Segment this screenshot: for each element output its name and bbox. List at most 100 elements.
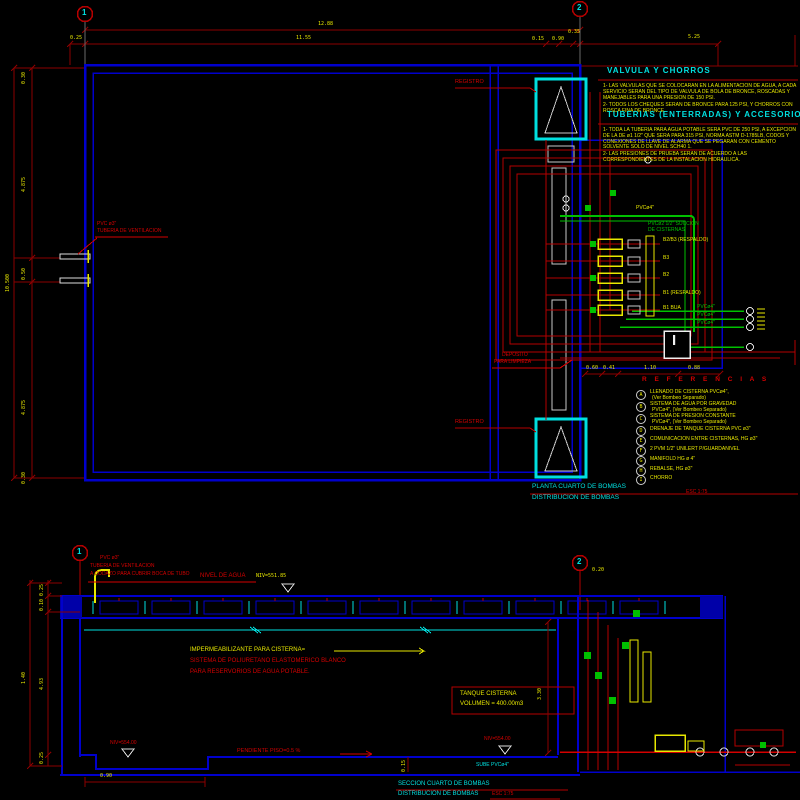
ref-text-e: COMUNICACION ENTRE CISTERNAS, HG ø3" xyxy=(650,436,758,442)
imper-line-3: PARA RESERVORIOS DE AGUA POTABLE. xyxy=(190,669,310,675)
section-bubble-1: 1 xyxy=(77,547,82,556)
deposito-leader xyxy=(492,359,573,369)
plan-scale: ESC 1:75 xyxy=(686,489,708,495)
dim-s015: 0.15 xyxy=(401,759,407,772)
pump-label-0: B2/B3 (RESPALDO) xyxy=(663,237,709,243)
dim-p041: 0.41 xyxy=(603,365,616,371)
dim-s020: 0.20 xyxy=(592,567,605,573)
tanque-line-2: VOLUMEN = 400.00m3 xyxy=(460,701,524,707)
out-pipe-label-1: PVCø4" xyxy=(697,312,715,318)
suction-note-2: DE CISTERNAS xyxy=(648,227,685,233)
section-bubble-2: 2 xyxy=(577,557,582,566)
ref-text-a: LLENADO DE CISTERNA PVCø4", xyxy=(650,389,729,395)
registro-top-label: REGISTRO xyxy=(455,79,484,85)
dim-l025a: 0.25 xyxy=(39,583,45,596)
dim-top-left: 0.25 xyxy=(70,35,83,41)
pump-label-4: B1 BUA xyxy=(663,305,681,311)
plan-title-line2: DISTRIBUCION DE BOMBAS xyxy=(532,494,620,501)
dim-w035: 0.35 xyxy=(568,29,581,35)
notes-underlines xyxy=(530,79,798,495)
ref-key-g: G xyxy=(636,456,646,466)
section-vent-3: A CODAZO PARA CUBRIR BOCA DE TUBO xyxy=(90,571,190,577)
dim-left-total: 10.500 xyxy=(5,273,11,292)
dim-p088: 0.88 xyxy=(688,365,701,371)
plan-title-line1: PLANTA CUARTO DE BOMBAS xyxy=(532,483,626,490)
registro-leaders xyxy=(455,87,537,433)
ref-text-d: DRENAJE DE TANQUE CISTERNA PVC ø3" xyxy=(650,426,751,432)
section-walls-floor xyxy=(60,596,800,776)
ref-text-f: 2 PVM 1/2" UNILERT P/GUARDANIVEL xyxy=(650,446,740,452)
i-box xyxy=(663,330,691,359)
nivel-de-agua-label: NIVEL DE AGUA xyxy=(200,573,246,579)
dim-w090: 0.90 xyxy=(552,36,565,42)
pump-label-2: B2 xyxy=(663,272,670,278)
imper-line-1: IMPERMEABILIZANTE PARA CISTERNA= xyxy=(190,647,306,653)
tanque-line-1: TANQUE CISTERNA xyxy=(460,691,517,697)
section-leaders xyxy=(88,569,512,758)
ref-text-h: REBALSE, HG ø3" xyxy=(650,466,693,472)
imper-line-2: SISTEMA DE POLIURETANO ELASTOMERICO BLAN… xyxy=(190,658,346,664)
tuberias-note-1: 1- TODA LA TUBERIA PARA AGUA POTABLE SER… xyxy=(603,127,796,151)
section-title-line1: SECCION CUARTO DE BOMBAS xyxy=(398,781,490,787)
plan-green-manifold xyxy=(560,215,744,348)
section-dim-lines xyxy=(26,579,552,787)
dim-left-050: 0.50 xyxy=(21,267,27,280)
dim-l010: 0.10 xyxy=(39,598,45,611)
plan-grid-lines xyxy=(84,16,581,66)
dim-s330: 3.30 xyxy=(537,687,543,700)
ref-key-b: B xyxy=(636,402,646,412)
dim-s090: 0.90 xyxy=(100,773,113,779)
out-pipe-label-0: PVCø4" xyxy=(697,304,715,310)
dim-left-total-section: 1.40 xyxy=(21,671,27,684)
water-level-line xyxy=(84,626,556,634)
dim-right: 5.25 xyxy=(688,34,701,40)
dim-top-total: 12.88 xyxy=(318,21,334,27)
dim-left-030a: 0.30 xyxy=(21,71,27,84)
manifold-size-label: PVCø4" xyxy=(636,205,654,211)
section-roof-slab xyxy=(60,595,723,619)
ref-key-d: D xyxy=(636,426,646,436)
section-grid-bubbles xyxy=(71,544,589,610)
valvula-note-2: 2- TODOS LOS CHEQUES SERAN DE BRONCE PAR… xyxy=(603,102,793,114)
ref-sub-a: (Ver Bombeo Separado) xyxy=(652,395,706,401)
deposito-label-1: DEPOSITO xyxy=(502,352,528,358)
niv-floor-right: NIV=554.00 xyxy=(484,736,511,742)
dim-l025b: 0.25 xyxy=(39,751,45,764)
niv-agua-value: NIV=551.85 xyxy=(256,573,287,579)
plan-vent-symbols xyxy=(59,236,168,287)
ref-key-i: I xyxy=(636,475,646,485)
ref-text-g: MANIFOLD HG ø 4" xyxy=(650,456,696,462)
pump-label-3: B1 (RESPALDO) xyxy=(663,290,701,296)
ref-sub-c: PVCø4", (Ver Bombeo Separado) xyxy=(652,419,727,425)
ref-text-c: SISTEMA DE PRESION CONSTANTE xyxy=(650,413,736,419)
ref-sub-b: PVCø4", (Ver Bombeo Separado) xyxy=(652,407,727,413)
dim-l493: 4.93 xyxy=(39,677,45,690)
section-title-underline xyxy=(396,789,568,800)
registro-bottom-label: REGISTRO xyxy=(455,419,484,425)
grid-bubble-1: 1 xyxy=(82,8,87,17)
pump-label-1: B3 xyxy=(663,255,670,261)
referencias-heading: R E F E R E N C I A S xyxy=(642,376,770,383)
section-title-line2: DISTRIBUCION DE BOMBAS xyxy=(398,791,479,797)
ref-key-f: F xyxy=(636,446,646,456)
dim-w015: 0.15 xyxy=(532,36,545,42)
dim-left-4875a: 4.875 xyxy=(21,176,27,192)
plan-pump-rows xyxy=(546,190,660,317)
suction-note-1: PVCø2 1/2" SUCCION xyxy=(648,221,699,227)
valvula-note-1: 1- LAS VALVULAS QUE SE COLOCARAN EN LA A… xyxy=(603,83,797,101)
section-vent-1: PVC ø3" xyxy=(100,555,120,561)
plan-vent-label-1: PVC ø3" xyxy=(97,221,117,227)
tuberias-heading: TUBERIAS (ENTERRADAS) Y ACCESORIOS xyxy=(607,110,800,119)
plan-grid-bubbles xyxy=(76,0,589,23)
section-scale: ESC 1:75 xyxy=(492,791,514,797)
plan-walls xyxy=(83,63,723,482)
tuberias-note-2: 2- LAS PRESIONES DE PRUEBA SERAN DE ACUE… xyxy=(603,151,747,163)
plan-pipe-fittings xyxy=(562,156,765,351)
dim-left-4875b: 4.875 xyxy=(21,399,27,415)
dim-left-030b: 0.30 xyxy=(21,471,27,484)
niv-floor-left: NIV=554.00 xyxy=(110,740,137,746)
section-vent-2: TUBERIA DE VENTILACION xyxy=(90,563,155,569)
grid-bubble-2: 2 xyxy=(577,3,582,12)
